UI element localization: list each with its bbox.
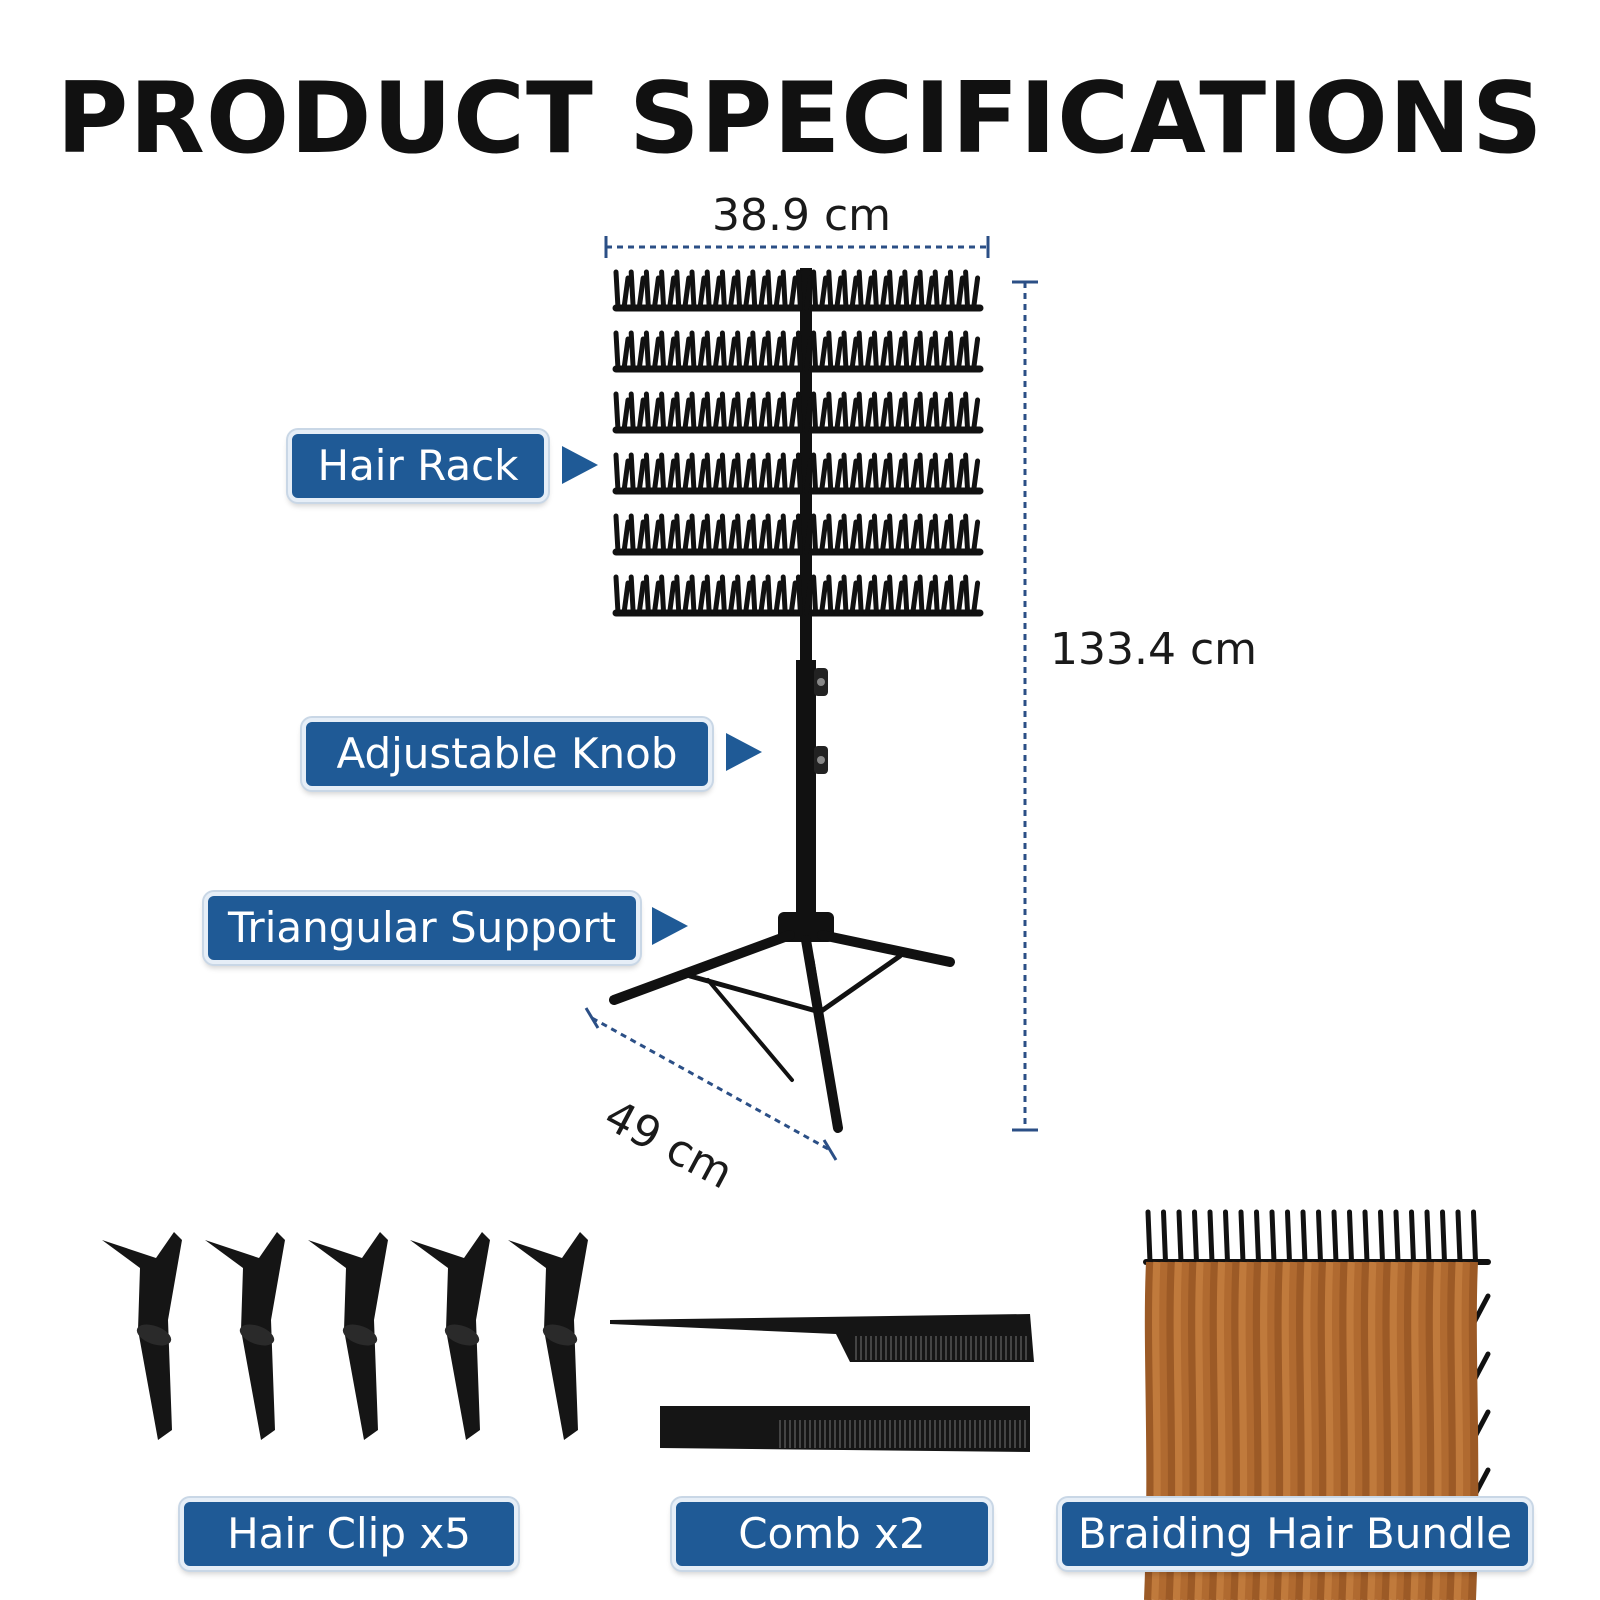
hair-clip-label: Hair Clip x5 <box>180 1498 518 1570</box>
braiding-hair-label: Braiding Hair Bundle <box>1058 1498 1532 1570</box>
tripod-icon <box>609 912 955 1133</box>
comb-label: Comb x2 <box>672 1498 992 1570</box>
triangular-support-callout: Triangular Support <box>204 892 640 964</box>
height-dimension-label: 133.4 cm <box>1050 624 1258 675</box>
adjustable-knob-callout: Adjustable Knob <box>302 718 712 790</box>
telescopic-pole <box>796 660 816 920</box>
comb-icon <box>610 1314 1034 1452</box>
base-dimension-line <box>591 1016 831 1152</box>
hair-rack-arrow-icon <box>562 446 598 484</box>
width-dimension-label: 38.9 cm <box>712 190 892 241</box>
adjustable-knob-arrow-icon <box>726 733 762 771</box>
hair-clip-icon <box>102 1232 588 1440</box>
triangular-support-arrow-icon <box>652 907 688 945</box>
hair-rack-icon <box>612 269 984 617</box>
hair-rack-callout: Hair Rack <box>288 430 548 502</box>
page-title: PRODUCT SPECIFICATIONS <box>56 62 1544 176</box>
